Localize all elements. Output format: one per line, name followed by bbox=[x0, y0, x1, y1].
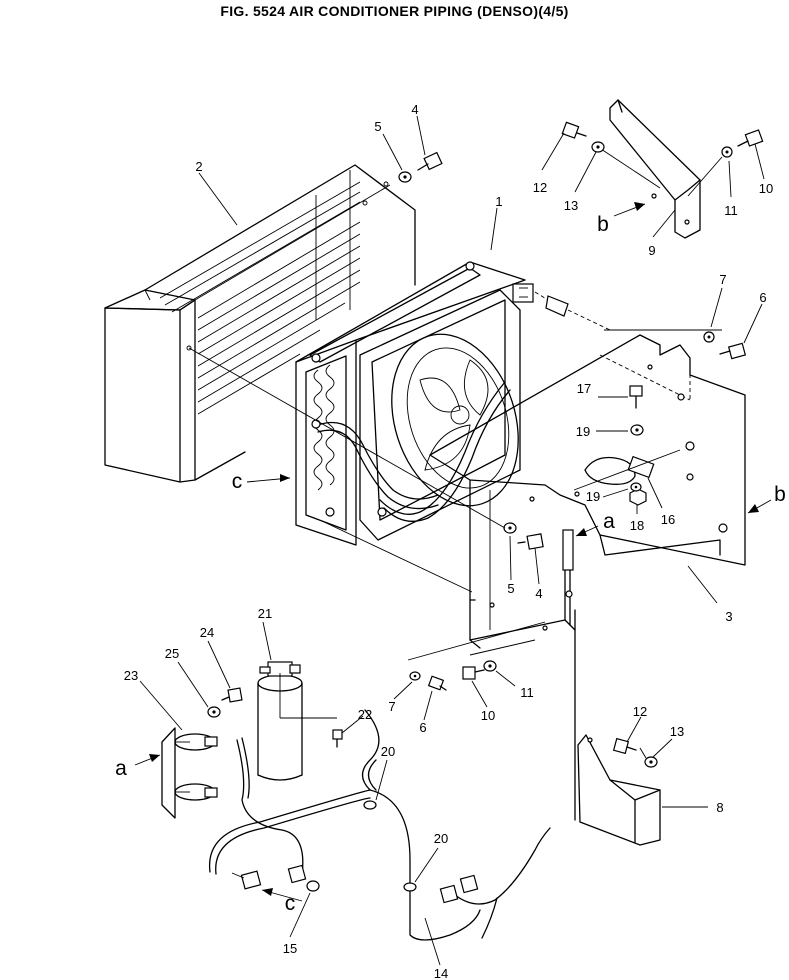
bolt-6-lower bbox=[427, 675, 447, 691]
callout-14: 14 bbox=[434, 966, 448, 980]
callout-22: 22 bbox=[358, 707, 372, 722]
assembly-lines bbox=[188, 329, 722, 593]
wire-harness-part-14 bbox=[208, 709, 551, 941]
hardware-washers bbox=[207, 141, 733, 768]
callout-4-lower: 4 bbox=[535, 586, 542, 601]
bracket-part-8 bbox=[577, 734, 661, 846]
callout-10-upper: 10 bbox=[759, 181, 773, 196]
bolt-4-lower bbox=[517, 533, 544, 550]
callout-12-lower: 12 bbox=[633, 704, 647, 719]
callout-20-lower: 20 bbox=[434, 831, 448, 846]
leader-lines bbox=[139, 115, 765, 966]
reference-c-left: c bbox=[232, 470, 243, 493]
callout-8: 8 bbox=[716, 800, 723, 815]
callout-4-upper: 4 bbox=[411, 102, 418, 117]
callout-11-lower: 11 bbox=[520, 685, 534, 700]
callout-5-lower: 5 bbox=[507, 581, 514, 596]
receiver-drier-part-21 bbox=[257, 661, 337, 781]
condenser-fan-assembly-part-1 bbox=[295, 261, 611, 546]
callout-19-upper: 19 bbox=[576, 424, 590, 439]
callout-15: 15 bbox=[283, 941, 297, 956]
callout-23: 23 bbox=[124, 668, 138, 683]
fitting-16 bbox=[627, 455, 655, 479]
bracket-part-9 bbox=[600, 99, 723, 239]
callout-20-upper: 20 bbox=[381, 744, 395, 759]
bolt-6-upper bbox=[719, 342, 747, 360]
callout-18: 18 bbox=[630, 518, 644, 533]
bolt-10-lower bbox=[462, 666, 485, 680]
nut-18 bbox=[629, 488, 647, 506]
callout-25: 25 bbox=[165, 646, 179, 661]
reference-b-right: b bbox=[774, 483, 786, 506]
callout-13-upper: 13 bbox=[564, 198, 578, 213]
view-references: b c b a a c bbox=[115, 213, 786, 915]
reference-arrows bbox=[134, 202, 772, 902]
reference-a-right: a bbox=[603, 510, 615, 533]
callout-9: 9 bbox=[648, 243, 655, 258]
callout-21: 21 bbox=[258, 606, 272, 621]
callout-12-upper: 12 bbox=[533, 180, 547, 195]
bolt-4-upper bbox=[417, 151, 443, 171]
receiver-bracket-part-23 bbox=[161, 727, 218, 819]
hardware-bolts bbox=[221, 121, 764, 755]
callout-6-upper: 6 bbox=[759, 290, 766, 305]
part-callouts: 1 2 3 4 5 12 13 9 11 10 7 6 17 19 19 18 … bbox=[124, 102, 773, 980]
callout-3: 3 bbox=[725, 609, 732, 624]
reference-c-lower: c bbox=[285, 892, 296, 915]
callout-7-lower: 7 bbox=[388, 699, 395, 714]
condenser-cover-part-2 bbox=[104, 164, 416, 483]
mounting-bracket-part-3 bbox=[407, 334, 746, 821]
bolt-24 bbox=[221, 687, 243, 703]
reference-a-left: a bbox=[115, 757, 127, 780]
reference-b-upper: b bbox=[597, 213, 609, 236]
callout-10-lower: 10 bbox=[481, 708, 495, 723]
callout-19-lower: 19 bbox=[586, 489, 600, 504]
bolt-17 bbox=[629, 385, 643, 409]
callout-5-upper: 5 bbox=[374, 119, 381, 134]
callout-16: 16 bbox=[661, 512, 675, 527]
callout-24: 24 bbox=[200, 625, 214, 640]
bolt-10-upper bbox=[737, 129, 764, 147]
callout-17: 17 bbox=[577, 381, 591, 396]
figure-title: FIG. 5524 AIR CONDITIONER PIPING (DENSO)… bbox=[220, 3, 569, 19]
callout-13-lower: 13 bbox=[670, 724, 684, 739]
callout-11-upper: 11 bbox=[724, 203, 738, 218]
callout-6-lower: 6 bbox=[419, 720, 426, 735]
callout-7-upper: 7 bbox=[719, 272, 726, 287]
callout-2: 2 bbox=[195, 159, 202, 174]
callout-1: 1 bbox=[495, 194, 502, 209]
bolt-12-upper bbox=[561, 121, 587, 139]
bolt-12-lower bbox=[612, 737, 637, 755]
bolt-22 bbox=[332, 729, 343, 748]
